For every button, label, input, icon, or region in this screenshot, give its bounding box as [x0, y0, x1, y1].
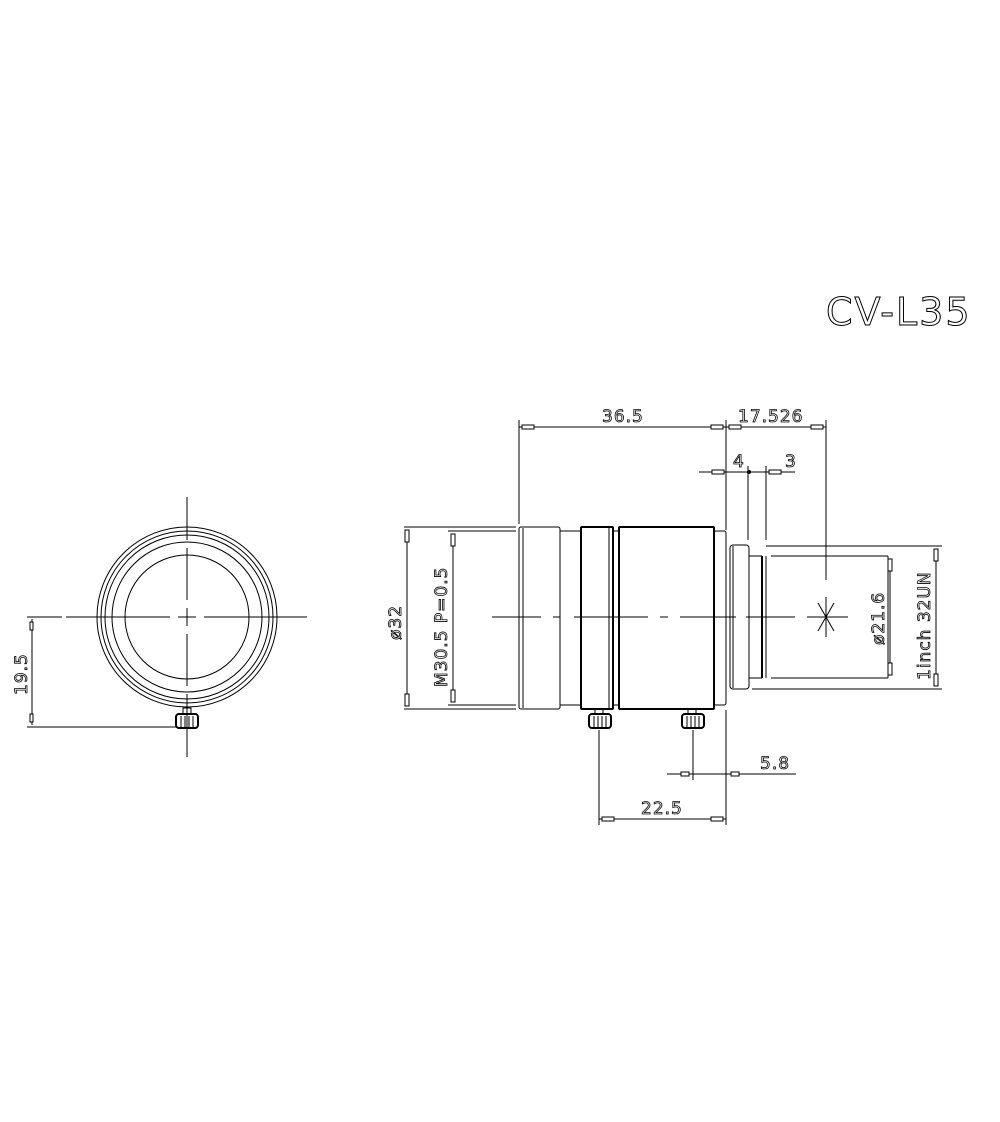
- dim-overall-length: 36.5: [602, 407, 644, 427]
- dim-filter-thread: M30.5 P=0.5: [432, 567, 452, 687]
- dim-mount-thread: 1inch 32UN: [915, 571, 935, 680]
- front-view: 19.5: [12, 497, 307, 757]
- dim-screw-height: 19.5: [12, 653, 32, 695]
- drawing-title: CV-L35: [826, 290, 972, 334]
- dim-flange-back: 17.526: [738, 407, 803, 427]
- dim-thread-depth-b: 3: [785, 452, 797, 472]
- dim-mount-inner-diameter: ø21.6: [869, 592, 889, 645]
- dim-screw-spacing: 22.5: [641, 799, 683, 819]
- dim-screw-offset: 5.8: [760, 754, 790, 774]
- dim-thread-depth-a: 4: [733, 452, 745, 472]
- dim-outer-diameter: ø32: [386, 605, 406, 640]
- side-view: 36.5 17.526 4 3 ø32 M30.5 P=0.5 ø21.6 1i…: [386, 407, 942, 825]
- focal-point-marker: [817, 597, 835, 637]
